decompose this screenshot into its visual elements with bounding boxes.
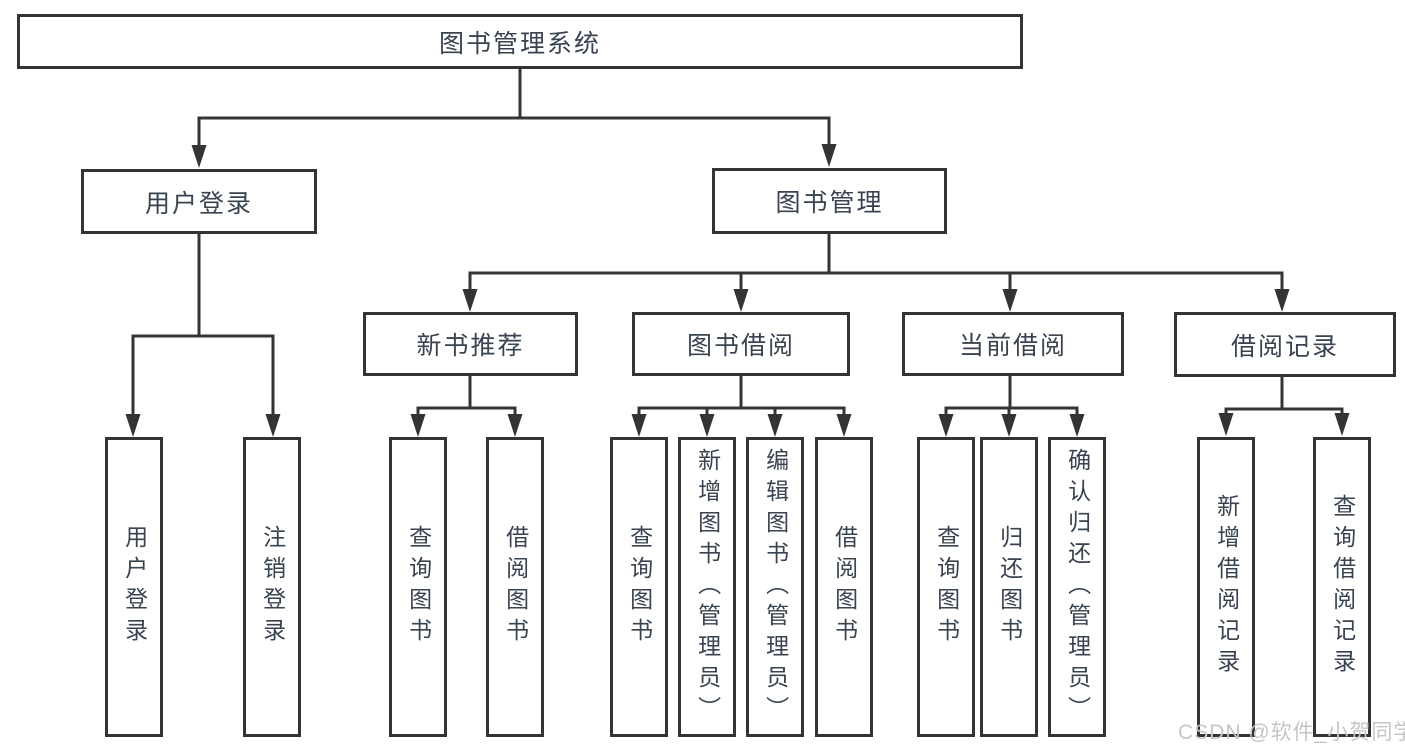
node-query-books-current-label: 查询图书 [933,525,960,649]
node-query-books-recommend-label: 查询图书 [405,525,432,649]
node-user-login: 用户登录 [81,169,317,234]
node-query-books-recommend: 查询图书 [389,437,447,737]
node-add-books-admin-label: 新增图书（管理员） [694,447,721,727]
node-login: 用户登录 [105,437,163,737]
node-query-borrow-record: 查询借阅记录 [1313,437,1371,737]
node-logout-label: 注销登录 [259,525,286,649]
node-library-system: 图书管理系统 [17,14,1023,69]
node-query-books-borrowing-label: 查询图书 [626,525,653,649]
node-book-borrowing: 图书借阅 [632,312,850,376]
node-add-books-admin: 新增图书（管理员） [678,437,736,737]
node-new-book-recommend: 新书推荐 [363,312,578,376]
watermark: CSDN @软件_小贺同学 [1178,721,1405,744]
node-borrow-books-borrowing: 借阅图书 [815,437,873,737]
node-borrow-books-recommend-label: 借阅图书 [502,525,529,649]
node-logout: 注销登录 [243,437,301,737]
node-edit-books-admin-label: 编辑图书（管理员） [762,447,789,727]
node-book-management: 图书管理 [712,168,947,234]
node-confirm-return-admin-label: 确认归还（管理员） [1064,447,1091,727]
node-query-books-current: 查询图书 [917,437,975,737]
node-add-borrow-record: 新增借阅记录 [1197,437,1255,737]
node-borrow-books-recommend: 借阅图书 [486,437,544,737]
node-query-books-borrowing: 查询图书 [610,437,668,737]
node-login-label: 用户登录 [121,525,148,649]
node-query-borrow-record-label: 查询借阅记录 [1329,494,1356,680]
node-edit-books-admin: 编辑图书（管理员） [746,437,804,737]
node-confirm-return-admin: 确认归还（管理员） [1048,437,1106,737]
node-borrowing-records: 借阅记录 [1174,312,1396,377]
node-return-books: 归还图书 [980,437,1038,737]
node-borrow-books-borrowing-label: 借阅图书 [831,525,858,649]
node-current-borrowing: 当前借阅 [902,312,1124,376]
node-add-borrow-record-label: 新增借阅记录 [1213,494,1240,680]
node-return-books-label: 归还图书 [996,525,1023,649]
